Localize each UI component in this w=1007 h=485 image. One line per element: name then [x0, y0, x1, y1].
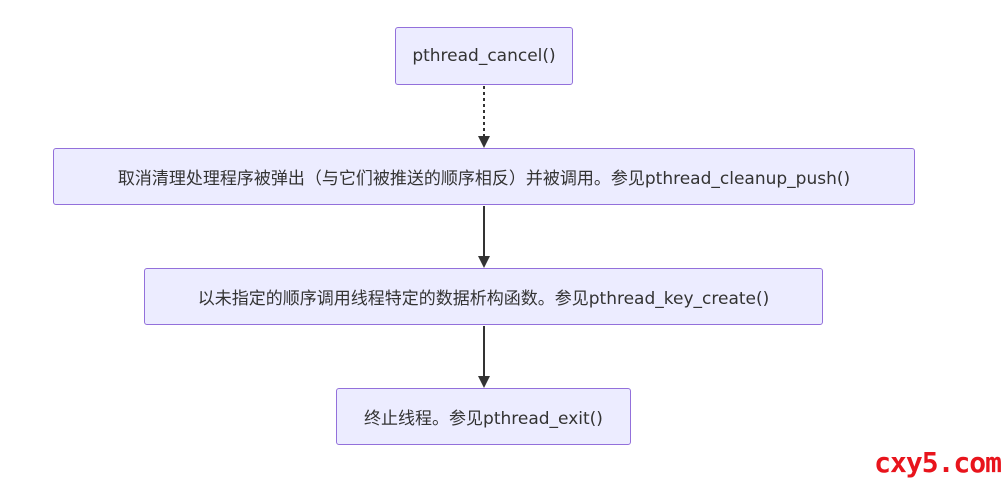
watermark: cxy5.com: [874, 446, 1002, 479]
node-label: pthread_cancel(): [412, 46, 556, 66]
edge-cancel-to-cleanup: [478, 86, 490, 148]
node-cleanup-handlers: 取消清理处理程序被弹出（与它们被推送的顺序相反）并被调用。参见pthread_c…: [53, 148, 915, 205]
node-terminate-thread: 终止线程。参见pthread_exit(): [336, 388, 631, 445]
node-label: 以未指定的顺序调用线程特定的数据析构函数。参见pthread_key_creat…: [197, 289, 770, 309]
edge-cleanup-to-destructors: [478, 206, 490, 268]
node-label: 取消清理处理程序被弹出（与它们被推送的顺序相反）并被调用。参见pthread_c…: [117, 169, 851, 189]
arrowhead: [478, 256, 490, 268]
edge-destructors-to-terminate: [478, 326, 490, 388]
arrowhead: [478, 136, 490, 148]
arrowhead: [478, 376, 490, 388]
node-label: 终止线程。参见pthread_exit(): [364, 409, 603, 429]
node-key-destructors: 以未指定的顺序调用线程特定的数据析构函数。参见pthread_key_creat…: [144, 268, 823, 325]
node-pthread-cancel: pthread_cancel(): [395, 27, 573, 85]
